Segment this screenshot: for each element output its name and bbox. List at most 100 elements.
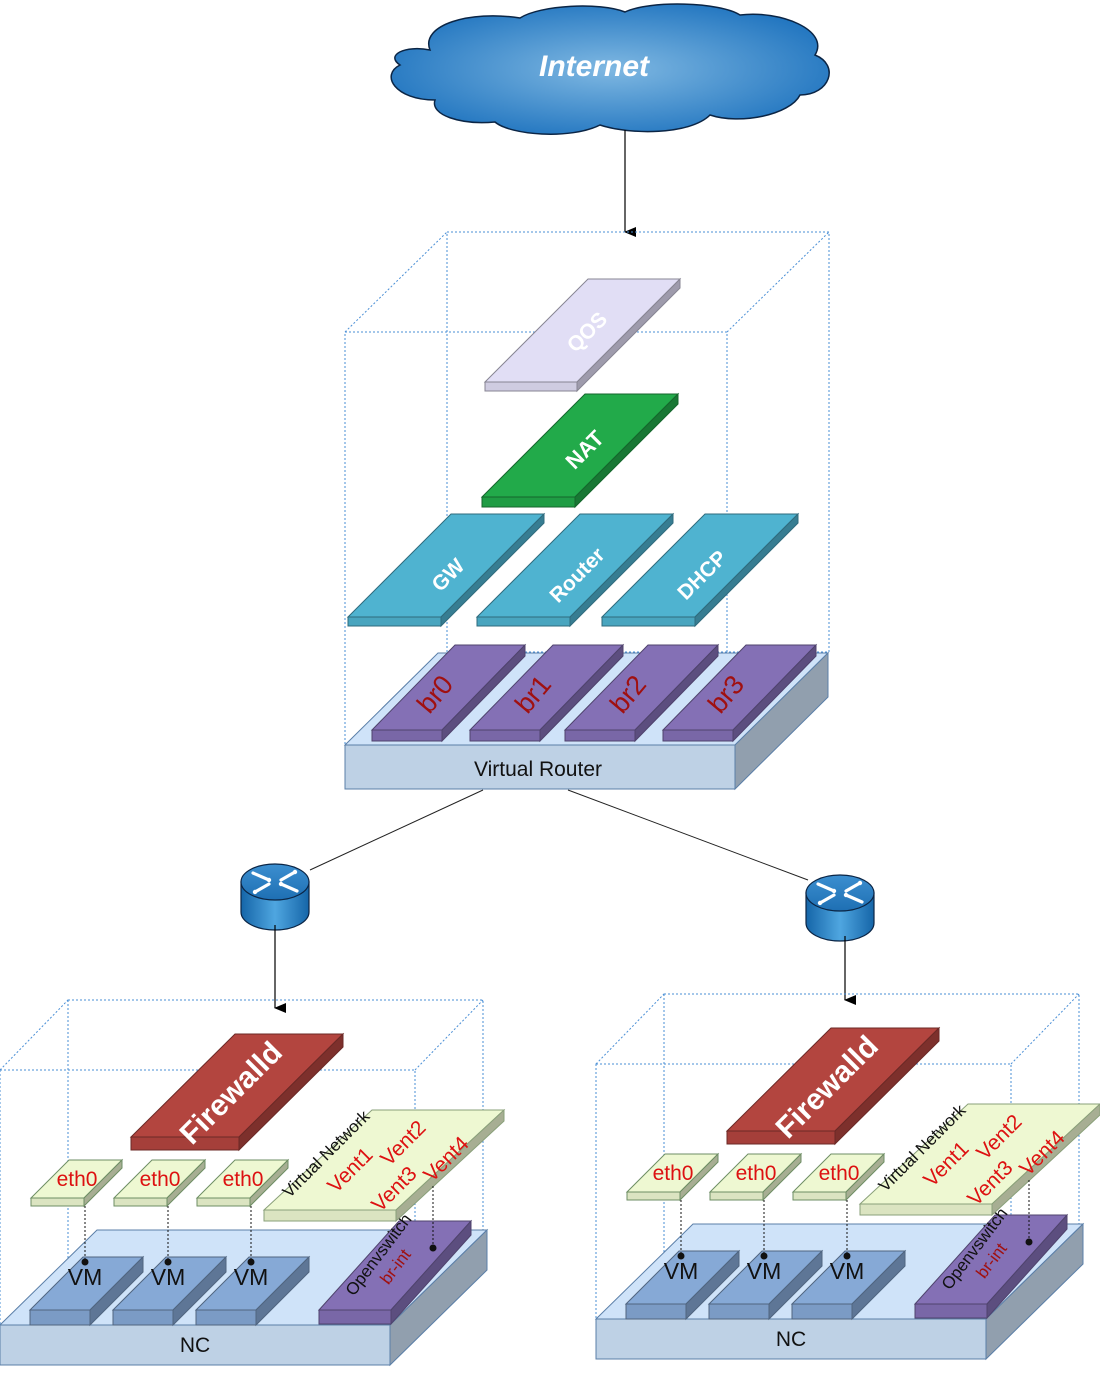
link-dot	[247, 1258, 255, 1266]
nic-eth0-1-side	[166, 1158, 206, 1208]
vm-0-side	[89, 1255, 144, 1327]
vm-2	[790, 1249, 907, 1321]
vm-label-1: VM	[151, 1264, 186, 1290]
firewalld	[129, 1032, 345, 1152]
link-dot	[843, 1252, 851, 1260]
nic-label-1: eth0	[140, 1168, 181, 1191]
internet-cloud: Internet	[390, 3, 830, 135]
nic-eth0-1-front	[113, 1197, 168, 1207]
vm-0-front	[625, 1303, 687, 1320]
vm-1-front	[112, 1309, 174, 1326]
service-dhcp	[600, 512, 800, 628]
nat-layer	[480, 392, 680, 509]
vm-0	[28, 1255, 145, 1327]
service-gw	[346, 512, 546, 628]
bridge-br3-side	[732, 643, 817, 743]
nic-label-1: eth0	[736, 1162, 777, 1185]
link-dot	[81, 1258, 89, 1266]
router-icon	[240, 863, 310, 931]
firewalld-side	[834, 1026, 940, 1146]
edge-router-right	[805, 874, 875, 942]
vm-2-front	[791, 1303, 853, 1320]
openvswitch-side	[986, 1213, 1068, 1320]
router-icon	[805, 874, 875, 942]
bridge-br3-front	[662, 729, 734, 742]
openvswitch-front	[318, 1309, 392, 1325]
vm-label-2: VM	[234, 1264, 269, 1290]
nat-layer-side	[574, 392, 679, 509]
nic-eth0-0-side	[679, 1152, 719, 1202]
virtual-network	[858, 1103, 1100, 1217]
bridge-br2-side	[634, 643, 719, 743]
openvswitch-front	[914, 1303, 988, 1319]
link-dot	[429, 1244, 437, 1252]
vm-label-2: VM	[830, 1258, 865, 1284]
vm-label-1: VM	[747, 1258, 782, 1284]
vm-label-0: VM	[664, 1258, 699, 1284]
bridge-br0	[370, 643, 527, 743]
nic-eth0-0	[29, 1158, 124, 1208]
virtual-network-front	[859, 1203, 993, 1216]
nic-eth0-2	[195, 1158, 290, 1208]
nic-label-2: eth0	[819, 1162, 860, 1185]
vm-0-front	[29, 1309, 91, 1326]
nic-eth0-2-front	[792, 1191, 847, 1201]
nic-eth0-2-side	[845, 1152, 885, 1202]
bridge-br2	[563, 643, 720, 743]
nic-label-2: eth0	[223, 1168, 264, 1191]
nic-eth0-1	[708, 1152, 803, 1202]
nic-eth0-2	[791, 1152, 886, 1202]
vm-2-side	[255, 1255, 310, 1327]
virtual-network-side	[991, 1103, 1100, 1217]
nc-base-side	[985, 1222, 1084, 1361]
internet-label: Internet	[539, 50, 651, 83]
nc-base-front	[595, 1318, 987, 1360]
link-dot	[677, 1252, 685, 1260]
edge-router-left	[240, 863, 310, 931]
nic-label-0: eth0	[57, 1168, 98, 1191]
bridge-br3	[661, 643, 818, 743]
virtual-network-side	[395, 1108, 505, 1223]
nic-eth0-0-front	[626, 1191, 681, 1201]
qos-layer-front	[484, 381, 578, 392]
nic-eth0-0-side	[83, 1158, 123, 1208]
nc-base-side	[389, 1228, 488, 1367]
vm-1-front	[708, 1303, 770, 1320]
vm-0-side	[685, 1249, 740, 1321]
virtual-router-label: Virtual Router	[474, 758, 602, 781]
vm-2-side	[851, 1249, 906, 1321]
link-dot	[1025, 1238, 1033, 1246]
service-gw-side	[440, 512, 545, 628]
qos-layer-side	[576, 277, 681, 393]
bridge-br0-side	[441, 643, 526, 743]
virtual-network	[262, 1108, 506, 1223]
vm-label-0: VM	[68, 1264, 103, 1290]
router-to-edge-left-link	[309, 789, 484, 871]
service-router	[475, 512, 675, 628]
nic-eth0-1-side	[762, 1152, 802, 1202]
vm-2-front	[195, 1309, 257, 1326]
vm-2	[194, 1255, 311, 1327]
vm-1	[707, 1249, 824, 1321]
openvswitch-side	[390, 1219, 472, 1326]
nic-eth0-2-front	[196, 1197, 251, 1207]
nic-eth0-2-side	[249, 1158, 289, 1208]
vm-1-side	[768, 1249, 823, 1321]
service-router-side	[569, 512, 674, 628]
bridge-br0-front	[371, 729, 443, 742]
nc-label: NC	[180, 1334, 210, 1357]
nic-label-0: eth0	[653, 1162, 694, 1185]
firewalld	[725, 1026, 941, 1146]
vm-0	[624, 1249, 741, 1321]
nic-eth0-0	[625, 1152, 720, 1202]
bridge-br2-front	[564, 729, 636, 742]
nc-label: NC	[776, 1328, 806, 1351]
virtual-router-base-front	[344, 744, 736, 790]
vm-1	[111, 1255, 228, 1327]
virtual-router-base-side	[734, 651, 829, 791]
router-to-edge-right-link	[567, 789, 809, 881]
vm-1-side	[172, 1255, 227, 1327]
